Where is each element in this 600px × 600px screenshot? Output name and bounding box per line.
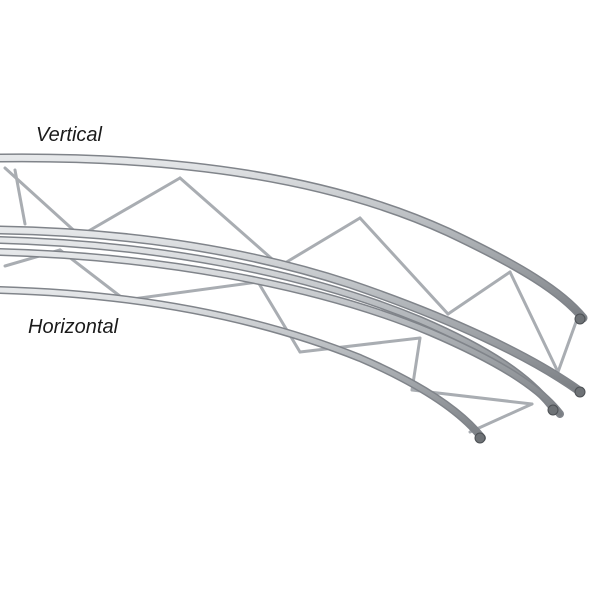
horizontal-label: Horizontal	[28, 316, 119, 338]
vertical-truss-braces	[3, 166, 578, 374]
vertical-truss	[0, 153, 588, 398]
vertical-label: Vertical	[36, 124, 102, 146]
horizontal-truss	[0, 236, 564, 444]
